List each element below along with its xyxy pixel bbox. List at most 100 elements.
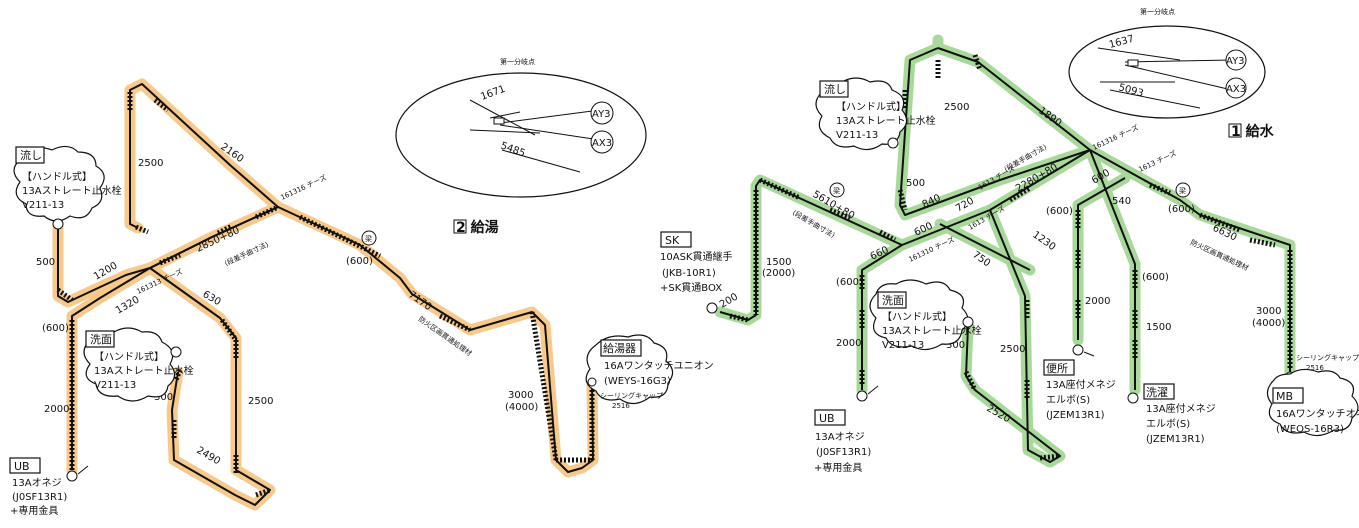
hot-wash-tag: 洗面 — [90, 333, 112, 346]
cold-branch-dim-2: 5093 — [1117, 82, 1144, 99]
cold-tee-1: 161316 チーズ — [1091, 123, 1140, 152]
cold-sink-callout: 流し 【ハンドル式】 13Aストレート止水栓 V211-13 — [815, 77, 936, 151]
hot-branch-detail: 第一分岐点 1671 5485 AY3 AX3 — [395, 57, 647, 198]
hot-insulated-segments — [56, 92, 595, 498]
cold-beam-marker-1 — [829, 182, 845, 198]
hot-len-600: (600) — [346, 256, 373, 267]
cold-branch-detail: 第一分岐点 1637 5093 AY3 AX3 — [1068, 7, 1266, 119]
cold-sk-line3: +SK貫通BOX — [660, 282, 722, 294]
cold-sk-line1: 10ASK貫通継手 — [660, 250, 732, 263]
cold-beam-2: 梁 — [1179, 186, 1186, 195]
cold-wash-outlet — [962, 316, 974, 328]
hot-ub-line1: 13Aオネジ — [12, 477, 62, 489]
hot-len-1320: 1320 — [114, 294, 142, 316]
hot-len-4000: (4000) — [505, 402, 538, 413]
cold-len-3000: 3000 — [1256, 306, 1281, 317]
cold-toilet-line2: エルボ(S) — [1046, 394, 1090, 406]
cold-insulated-segments — [729, 54, 1293, 461]
hot-mark-ay3: AY3 — [592, 109, 611, 120]
cold-toilet-tag: 便所 — [1046, 362, 1068, 375]
hot-len-2500b: 2500 — [248, 396, 273, 407]
hot-heater-tag: 給湯器 — [603, 341, 636, 355]
hot-heater-cap-no: 2516 — [612, 402, 630, 410]
cold-len-600e: (600) — [836, 277, 863, 288]
cold-sink-type: 【ハンドル式】 — [836, 100, 906, 113]
hot-wash-valve: 13Aストレート止水栓 — [94, 364, 194, 377]
hot-wash-type: 【ハンドル式】 — [94, 350, 164, 363]
cold-laundry-outlet — [1127, 392, 1139, 404]
cold-sink-model: V211-13 — [836, 130, 878, 141]
cold-len-200: 200 — [718, 292, 740, 311]
hot-sink-callout: 流し 【ハンドル式】 13Aストレート止水栓 V211-13 — [13, 145, 122, 230]
cold-beam-marker-2 — [1175, 182, 1191, 198]
hot-ub-outlet — [66, 470, 78, 482]
cold-laundry-line3: (JZEM13R1) — [1146, 434, 1205, 445]
hot-len-3000: 3000 — [508, 390, 533, 401]
hot-sink-tag: 流し — [20, 148, 42, 162]
hot-beam-marker — [361, 230, 377, 246]
hot-water-system: 第一分岐点 1671 5485 AY3 AX3 2 給湯 2500 2160 5… — [9, 57, 714, 517]
cold-mb-line1: 16Aワンタッチオネジ — [1276, 408, 1359, 420]
hot-heater-cap: シーリングキャップ — [600, 391, 663, 400]
cold-mark-ay3: AY3 — [1226, 56, 1245, 67]
cold-title-box — [1228, 123, 1242, 138]
cold-ub-outlet — [856, 390, 868, 402]
cold-sk-callout: SK 10ASK貫通継手 (JKB-10R1) +SK貫通BOX — [660, 231, 732, 314]
cold-toilet-line1: 13A座付メネジ — [1046, 378, 1116, 391]
cold-sk-tag: SK — [665, 234, 680, 247]
cold-len-1230: 1230 — [1030, 229, 1057, 253]
hot-sink-type: 【ハンドル式】 — [22, 170, 92, 183]
cold-len-2000b: 2000 — [1085, 296, 1110, 307]
cold-sink-valve: 13Aストレート止水栓 — [836, 114, 936, 127]
hot-heater-line2: (WEYS-16G3) — [604, 376, 671, 387]
hot-heater-line1: 16Aワンタッチユニオン — [604, 360, 714, 372]
cold-mb-cap-no: 2516 — [1306, 364, 1324, 372]
hot-sink-valve: 13Aストレート止水栓 — [22, 184, 122, 197]
hot-len-2500: 2500 — [138, 158, 163, 169]
cold-sink-tag: 流し — [824, 82, 846, 96]
cold-beam-1: 梁 — [833, 186, 840, 195]
hot-sink-model: V211-13 — [22, 200, 64, 211]
cold-wash-valve: 13Aストレート止水栓 — [882, 324, 982, 337]
hot-ub-line3: +専用金具 — [10, 504, 58, 517]
cold-ub-line2: (J0SF13R1) — [816, 447, 871, 458]
cold-mb-callout: シーリングキャップ 2516 MB 16Aワンタッチオネジ (WEOS-16R3… — [1266, 353, 1359, 437]
cold-branch-label: 第一分岐点 — [1140, 7, 1175, 16]
cold-toilet-line3: (JZEM13R1) — [1046, 410, 1105, 421]
cold-len-1500: 1500 — [766, 257, 791, 268]
cold-len-300: 300 — [946, 340, 965, 351]
cold-mb-cap: シーリングキャップ — [1296, 353, 1359, 362]
cold-sink-outlet — [887, 137, 899, 149]
cold-len-600d: (600) — [1142, 272, 1169, 283]
cold-len-500: 500 — [906, 178, 925, 189]
cold-mark-ax3: AX3 — [1226, 84, 1246, 95]
cold-len-2000a: 2000 — [836, 338, 861, 349]
cold-laundry-callout: 洗濯 13A座付メネジ エルボ(S) (JZEM13R1) — [1127, 383, 1216, 445]
cold-laundry-line1: 13A座付メネジ — [1146, 402, 1216, 415]
hot-beam: 梁 — [365, 234, 372, 243]
cold-laundry-line2: エルボ(S) — [1146, 418, 1190, 430]
hot-len-300: 300 — [154, 392, 173, 403]
cold-ub-tag: UB — [819, 412, 835, 425]
hot-tee-1: 161316 チーズ — [279, 173, 328, 202]
cold-firewall-note: 防火区画貫通処理材 — [1189, 238, 1250, 273]
cold-len-2000p: (2000) — [762, 268, 795, 279]
cold-toilet-callout: 便所 13A座付メネジ エルボ(S) (JZEM13R1) — [1043, 344, 1116, 421]
cold-title: 1 給水 — [1231, 123, 1275, 140]
hot-len-2490: 2490 — [195, 445, 223, 467]
cold-len-1500b: 1500 — [1146, 322, 1171, 333]
cold-len-600f: (600) — [1168, 204, 1195, 215]
hot-branch-dim-2: 5485 — [499, 140, 527, 159]
cold-len-600c: (600) — [1046, 206, 1073, 217]
hot-washbasin-callout: 洗面 【ハンドル式】 13Aストレート止水栓 V211-13 — [83, 327, 194, 402]
hot-title-box — [453, 219, 467, 234]
cold-len-2500: 2500 — [944, 102, 969, 113]
cold-len-1890: 1890 — [1036, 105, 1063, 129]
hot-branch-dim-1: 1671 — [479, 84, 507, 103]
cold-len-4000: (4000) — [1252, 318, 1285, 329]
cold-len-540: 540 — [1112, 196, 1131, 207]
hot-adjust-note: (段差手曲寸法) — [223, 239, 270, 267]
cold-mb-line2: (WEOS-16R3) — [1276, 424, 1344, 435]
cold-branch-dim-1: 1637 — [1108, 34, 1135, 51]
